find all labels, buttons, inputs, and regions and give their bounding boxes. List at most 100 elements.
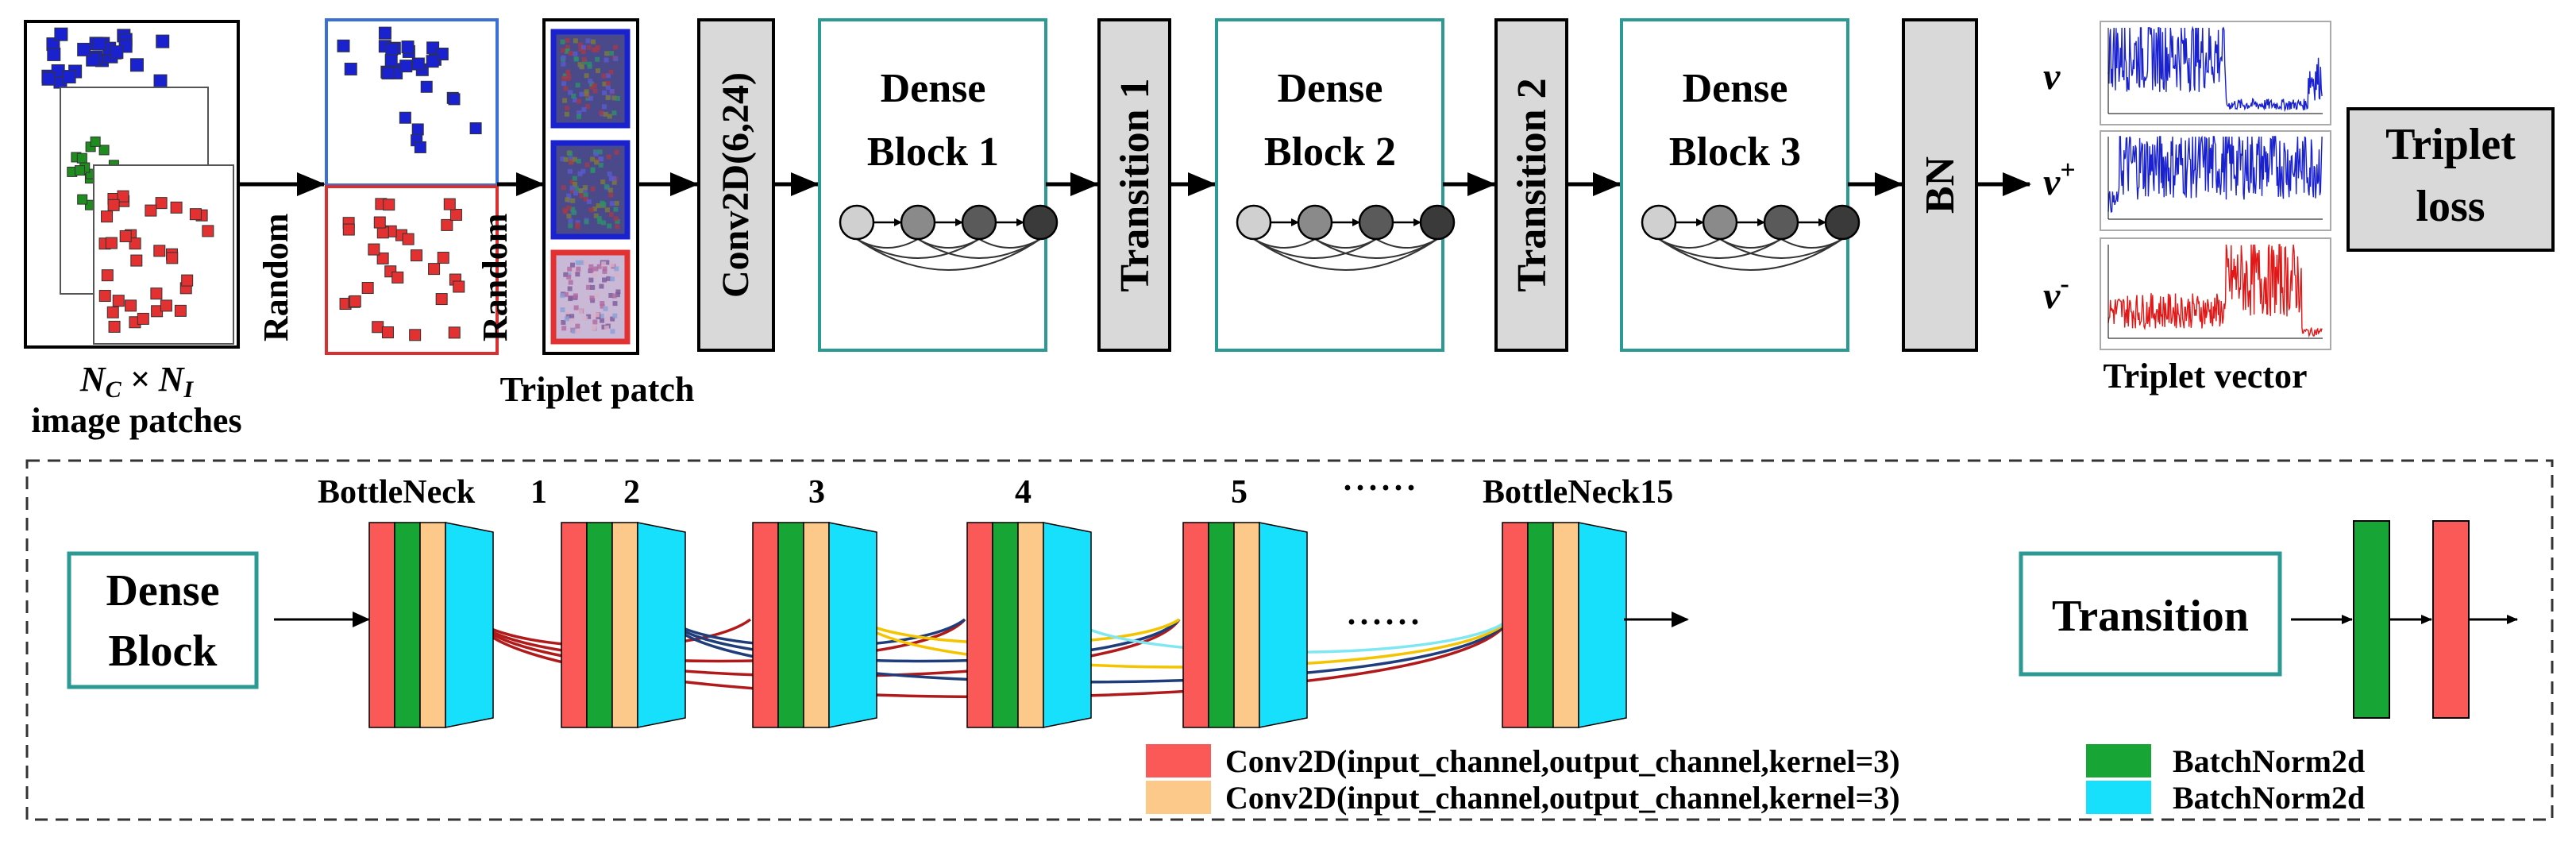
noise-speck (575, 83, 580, 88)
noise-speck (608, 212, 614, 218)
vector-plus-sup: + (2060, 156, 2075, 185)
signal-trace (2107, 244, 2323, 338)
red-square (181, 274, 194, 287)
noise-speck (615, 272, 620, 278)
noise-speck (568, 296, 573, 302)
red-square (166, 252, 179, 264)
selected-blue-square (411, 57, 425, 71)
selected-red-square (361, 282, 374, 295)
noise-speck (611, 293, 617, 299)
bottleneck-ellipsis-mid: ······ (1346, 604, 1422, 641)
noise-speck (568, 280, 573, 285)
bottleneck-layer (561, 522, 588, 728)
noise-speck (605, 84, 611, 90)
noise-speck (599, 313, 604, 318)
selected-red-square (410, 249, 422, 262)
noise-speck (573, 56, 579, 62)
selected-red-square (409, 329, 422, 341)
noise-speck (560, 156, 565, 162)
selected-red-square (443, 198, 456, 210)
noise-speck (592, 47, 597, 52)
noise-speck (575, 260, 580, 265)
noise-speck (561, 75, 567, 81)
node-short-arc (1658, 238, 1721, 249)
dense-node (1419, 204, 1456, 241)
triplet-loss-line2: loss (2416, 182, 2485, 231)
detail-panel (25, 459, 2554, 821)
noise-speck (600, 200, 605, 206)
noise-speck (600, 300, 605, 306)
noise-speck (590, 284, 596, 290)
noise-speck (604, 207, 610, 213)
noise-speck (586, 199, 592, 204)
red-square (160, 299, 172, 312)
noise-speck (593, 213, 599, 218)
bottleneck-layer (1208, 522, 1235, 728)
selected-red-patch (325, 185, 499, 355)
noise-speck (569, 156, 574, 162)
dense-block-1-nodes (839, 204, 1059, 271)
dense-node (1022, 204, 1059, 241)
vector-v-plus: v (2043, 161, 2061, 203)
noise-speck (607, 187, 613, 193)
blue-square (77, 42, 91, 56)
red-square (155, 197, 168, 210)
noise-speck (585, 95, 591, 101)
selected-blue-square (344, 62, 357, 75)
bottleneck-number-2: 2 (623, 474, 640, 511)
dense-node (1641, 204, 1677, 241)
vector-minus-sup: - (2060, 269, 2069, 299)
noise-speck (569, 314, 575, 319)
noise-speck (577, 62, 583, 68)
noise-speck (613, 56, 619, 62)
blue-square (129, 58, 144, 72)
noise-speck (560, 307, 565, 313)
noise-speck (578, 46, 584, 52)
noise-speck (570, 187, 576, 193)
noise-speck (594, 293, 600, 299)
noise-speck (579, 260, 584, 265)
random-label-2: Random (476, 214, 515, 341)
noise-speck (604, 57, 609, 63)
bottleneck-layer (752, 522, 779, 728)
dense-block-legend-line1: Dense (106, 566, 219, 615)
transition-legend-box (2019, 551, 2282, 677)
noise-speck (612, 313, 618, 318)
signal-trace (2107, 25, 2323, 113)
legend-swatch-bn-green (2086, 744, 2151, 777)
noise-speck (609, 262, 615, 268)
transition-legend-label: Transition (2052, 592, 2249, 641)
noise-speck (569, 318, 574, 323)
noise-speck (576, 266, 581, 272)
caption-c: C (106, 376, 122, 403)
vector-label-negative: v- (2043, 269, 2069, 317)
dense-block-2-frame (1215, 18, 1444, 352)
bottleneck-number-3: 3 (808, 474, 825, 511)
noise-speck (606, 73, 611, 79)
node-short-arc (1314, 238, 1377, 249)
dense-block-1-number: Block 1 (867, 129, 999, 175)
noise-speck (612, 301, 618, 307)
noise-speck (565, 38, 570, 44)
noise-speck (592, 88, 598, 94)
noise-speck (580, 44, 586, 50)
noise-speck (604, 325, 609, 330)
selected-blue-square (399, 111, 411, 124)
red-square (174, 304, 187, 317)
dense-block-3-nodes (1641, 204, 1861, 271)
noise-speck (562, 207, 568, 213)
triplet-loss-block (2347, 107, 2555, 252)
noise-speck (571, 93, 577, 98)
green-square (77, 194, 88, 205)
noise-speck (568, 90, 573, 95)
bottleneck-layer (368, 522, 395, 728)
noise-speck (591, 39, 596, 44)
bottleneck-label-first: BottleNeck (318, 474, 476, 511)
bottleneck-output-layer (445, 522, 494, 728)
node-skip-arc (1253, 238, 1377, 259)
anchor-vector-signal (2107, 25, 2323, 114)
dense-node (1763, 204, 1799, 241)
noise-speck (586, 44, 592, 50)
noise-speck (569, 262, 575, 268)
skip-arc (665, 618, 1181, 663)
